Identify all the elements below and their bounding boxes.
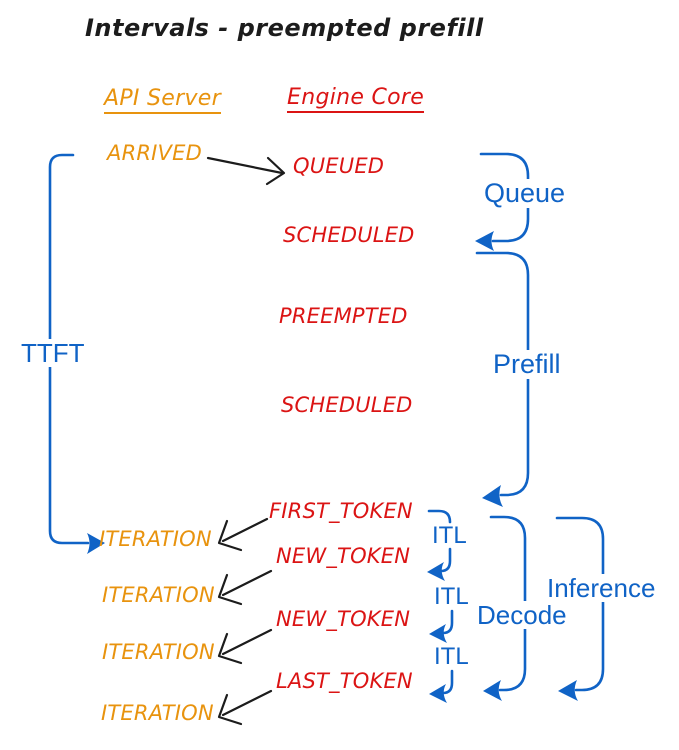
- event-queued: QUEUED: [293, 154, 385, 178]
- inference-bracket: [555, 516, 605, 701]
- event-scheduled-2: SCHEDULED: [281, 393, 413, 417]
- engine-core-header: Engine Core: [287, 87, 425, 113]
- event-last-token: LAST_TOKEN: [276, 669, 413, 693]
- new-token-arrow-1: [217, 569, 273, 606]
- arrived-to-queued-arrow: [206, 156, 286, 186]
- api-server-header: API Server: [104, 88, 221, 114]
- interval-inference-label: Inference: [544, 574, 659, 602]
- diagram-title: Intervals - preempted prefill: [85, 14, 484, 42]
- itl-arrowhead-icon: [429, 624, 447, 643]
- event-scheduled-1: SCHEDULED: [283, 223, 415, 247]
- decode-arrowhead-icon: [483, 680, 502, 701]
- ttft-arrowhead-icon: [87, 533, 105, 554]
- interval-itl-label-1: ITL: [432, 522, 467, 549]
- event-new-token-1: NEW_TOKEN: [276, 544, 411, 568]
- event-iteration-3: ITERATION: [102, 640, 215, 664]
- event-iteration-1: ITERATION: [99, 527, 212, 551]
- interval-prefill-label: Prefill: [490, 350, 564, 379]
- event-new-token-2: NEW_TOKEN: [276, 607, 411, 631]
- prefill-arrowhead-icon: [482, 485, 503, 507]
- event-first-token: FIRST_TOKEN: [269, 499, 413, 523]
- first-token-arrow: [217, 517, 269, 552]
- inference-arrowhead-icon: [558, 680, 578, 701]
- itl-bracket-1: [427, 509, 452, 581]
- interval-itl-label-2: ITL: [434, 583, 469, 610]
- queue-arrowhead-icon: [475, 231, 494, 251]
- itl-bracket-2: [429, 609, 454, 643]
- event-iteration-4: ITERATION: [101, 701, 214, 725]
- itl-arrowhead-icon: [429, 684, 447, 703]
- event-arrived: ARRIVED: [107, 141, 202, 165]
- last-token-arrow: [217, 689, 273, 726]
- new-token-arrow-2: [217, 628, 273, 665]
- interval-queue-label: Queue: [481, 179, 569, 208]
- prefill-bracket: [475, 251, 530, 507]
- event-preempted: PREEMPTED: [279, 304, 408, 328]
- itl-bracket-3: [429, 669, 454, 703]
- interval-ttft-label: TTFT: [18, 339, 88, 367]
- itl-arrowhead-icon: [427, 562, 445, 581]
- interval-decode-label: Decode: [474, 601, 570, 629]
- interval-itl-label-3: ITL: [434, 643, 469, 670]
- event-iteration-2: ITERATION: [102, 583, 215, 607]
